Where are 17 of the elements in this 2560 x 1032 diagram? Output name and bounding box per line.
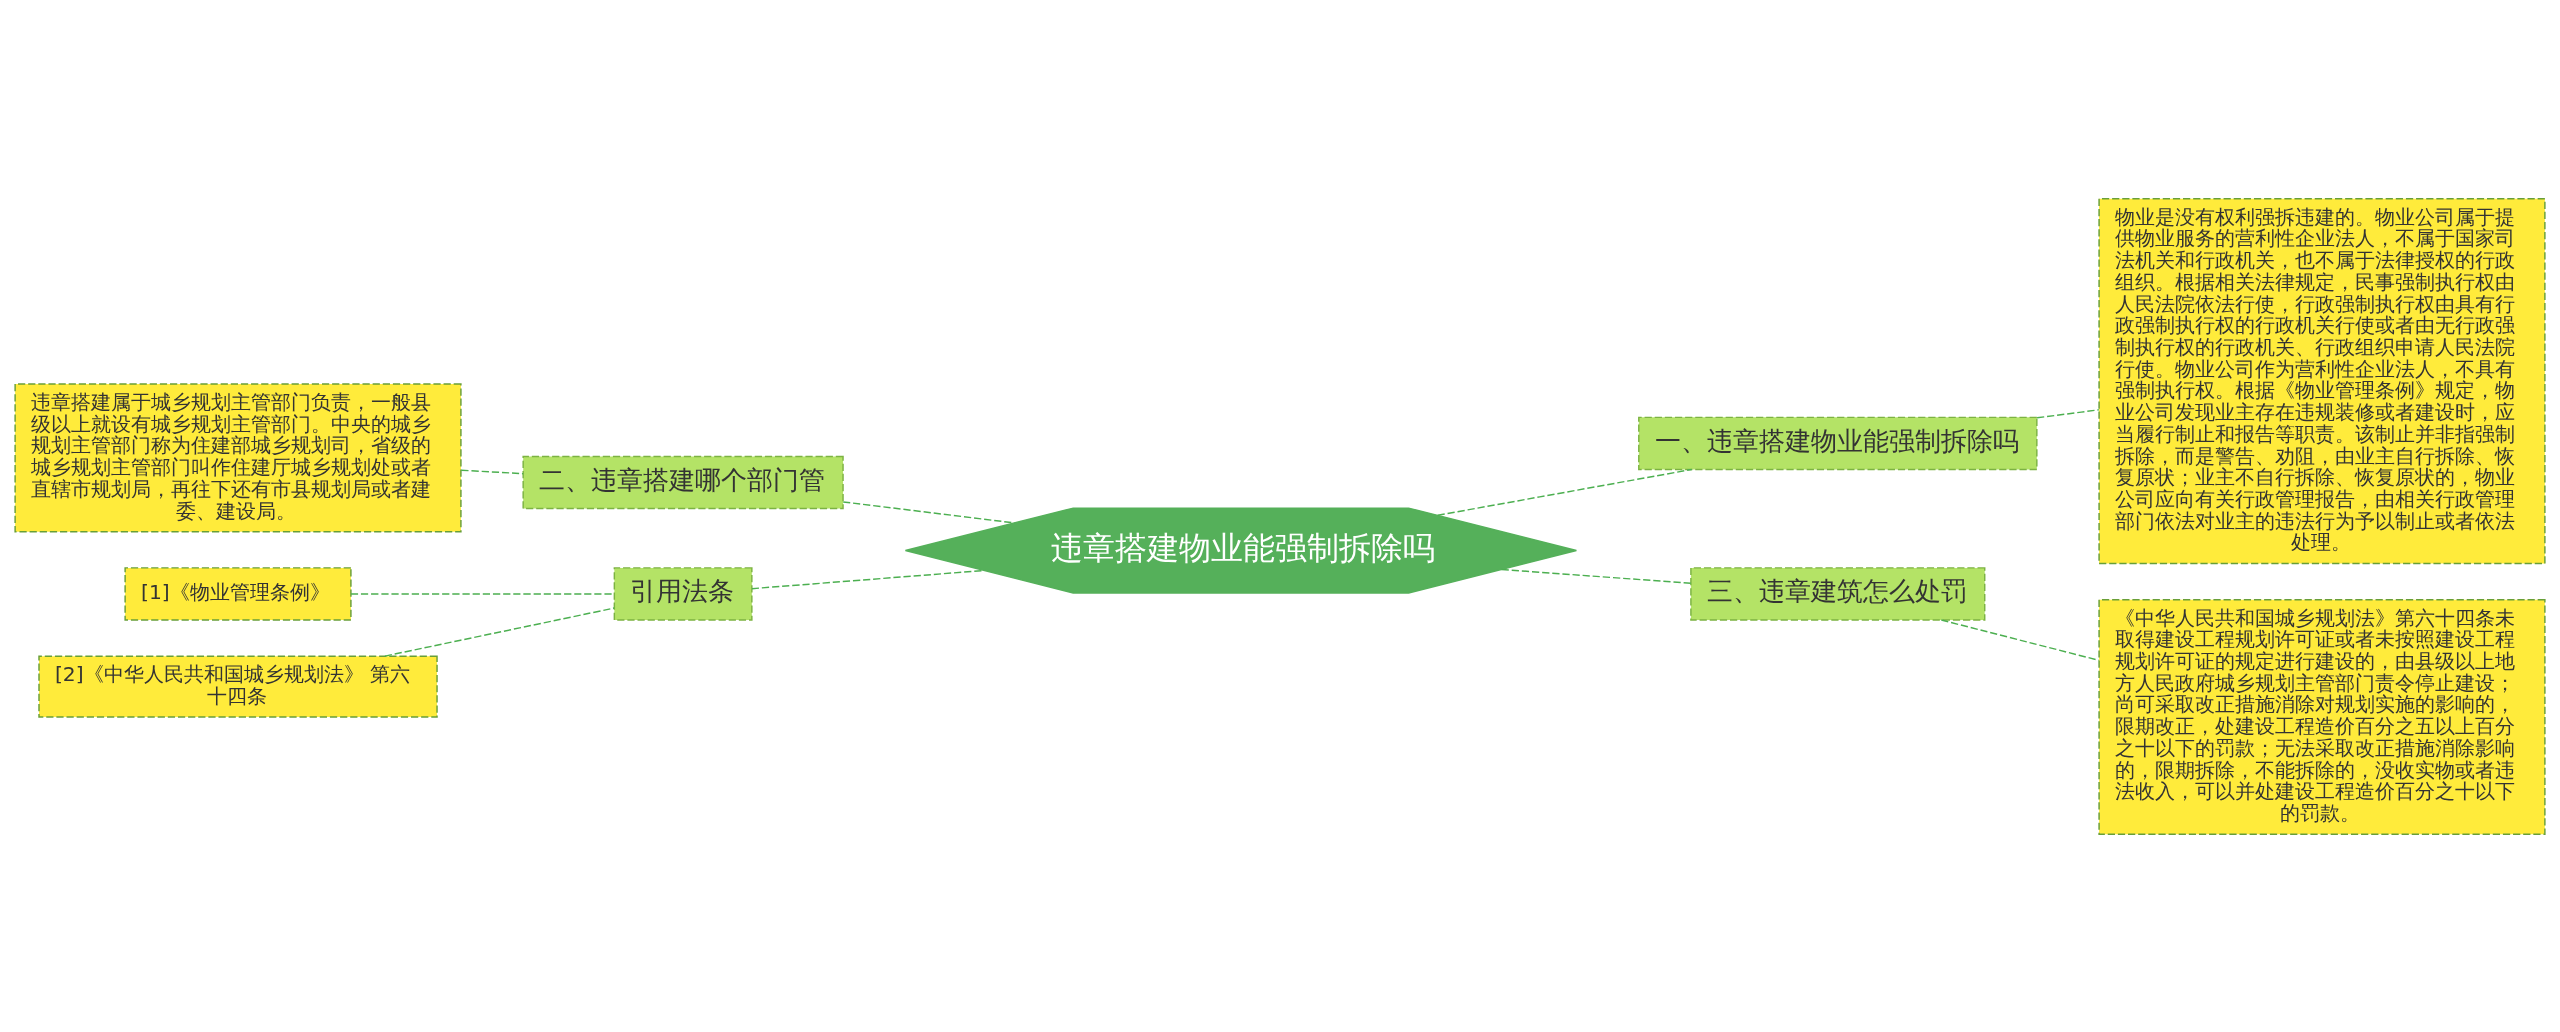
node-box: 一、违章搭建物业能强制拆除吗	[1638, 416, 2038, 470]
node-box: 三、违章建筑怎么处罚	[1690, 566, 1986, 621]
node-box: [1]《物业管理条例》	[124, 566, 352, 621]
connector	[460, 469, 524, 474]
connector	[2036, 408, 2100, 419]
connector	[1500, 568, 1692, 584]
node-box: 引用法条	[613, 566, 753, 621]
node-box: 违章搭建属于城乡规划主管部门负责，一般县级以上就设有城乡规划主管部门。中央的城乡规划主管部门称为住建部城乡规划司，省级的城乡规划主管部门叫作住建厅城乡规划处或者直辖市规划局，再往下还有市县规划局或者建委、建设局。	[14, 382, 462, 532]
connector	[1436, 468, 1693, 516]
connector	[350, 592, 615, 595]
node-box: 《中华人民共和国城乡规划法》第六十四条未取得建设工程规划许可证或者未按照建设工程规划许可证的规定进行建设的，由县级以上地方人民政府城乡规划主管部门责令停止建设；尚可采取改正措施消除对规划实施的影响的，限期改正，处建设工程造价百分之五以上百分之十以下的罚款；无法采取改正措施消除影响的，限期拆除，不能拆除的，没收实物或者违法收入，可以并处建设工程造价百分之十以下的罚款。	[2098, 598, 2546, 835]
connector	[384, 606, 615, 657]
connector	[842, 500, 1016, 524]
node-box: 二、违章搭建哪个部门管	[522, 455, 844, 509]
node-box: [2]《中华人民共和国城乡规划法》 第六十四条	[38, 654, 438, 718]
node-box: 物业是没有权利强拆违建的。物业公司属于提供物业服务的营利性企业法人，不属于国家司法机关和行政机关，也不属于法律授权的行政组织。根据相关法律规定，民事强制执行权由人民法院依法行使，行政强制执行权由具有行政强制执行权的行政机关行使或者由无行政强制执行权的行政机关、行政组织申请人民法院行使。物业公司作为营利性企业法人，不具有强制执行权。根据《物业管理条例》规定，物业公司发现业主存在违规装修或者建设时，应当履行制止和报告等职责。该制止并非指强制拆除，而是警告、劝阻，由业主自行拆除、恢复原状；业主不自行拆除、恢复原状的，物业公司应向有关行政管理报告，由相关行政管理部门依法对业主的违法行为予以制止或者依法处理。	[2098, 197, 2546, 564]
connector	[1940, 618, 2100, 661]
